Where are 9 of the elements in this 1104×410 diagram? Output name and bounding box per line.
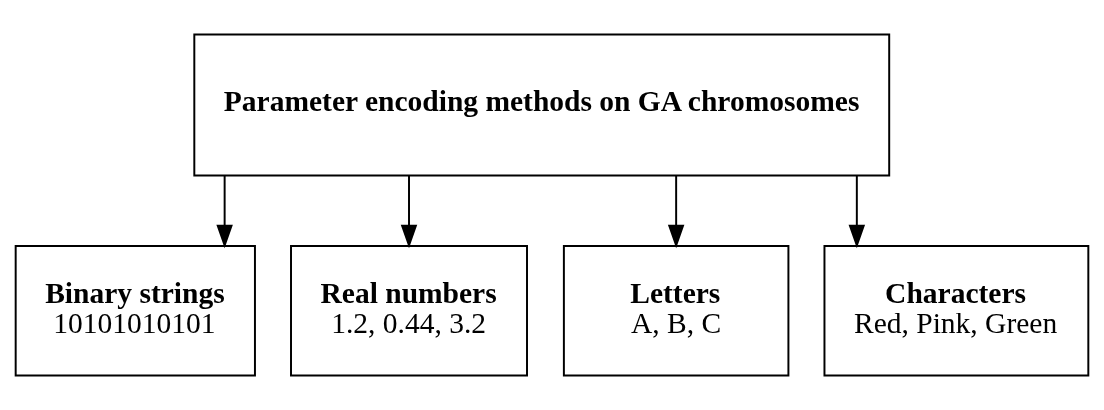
node-box: Real numbers 1.2, 0.44, 3.2 xyxy=(290,245,528,377)
arrow xyxy=(400,174,418,249)
node-box: Characters Red, Pink, Green xyxy=(823,245,1090,377)
arrow xyxy=(667,174,685,249)
node-box: Binary strings 10101010101 xyxy=(14,245,256,377)
node-box: Parameter encoding methods on GA chromosomes xyxy=(193,33,891,177)
node-box: Letters A, B, C xyxy=(562,245,790,377)
arrow xyxy=(216,174,233,249)
arrow xyxy=(848,174,866,249)
